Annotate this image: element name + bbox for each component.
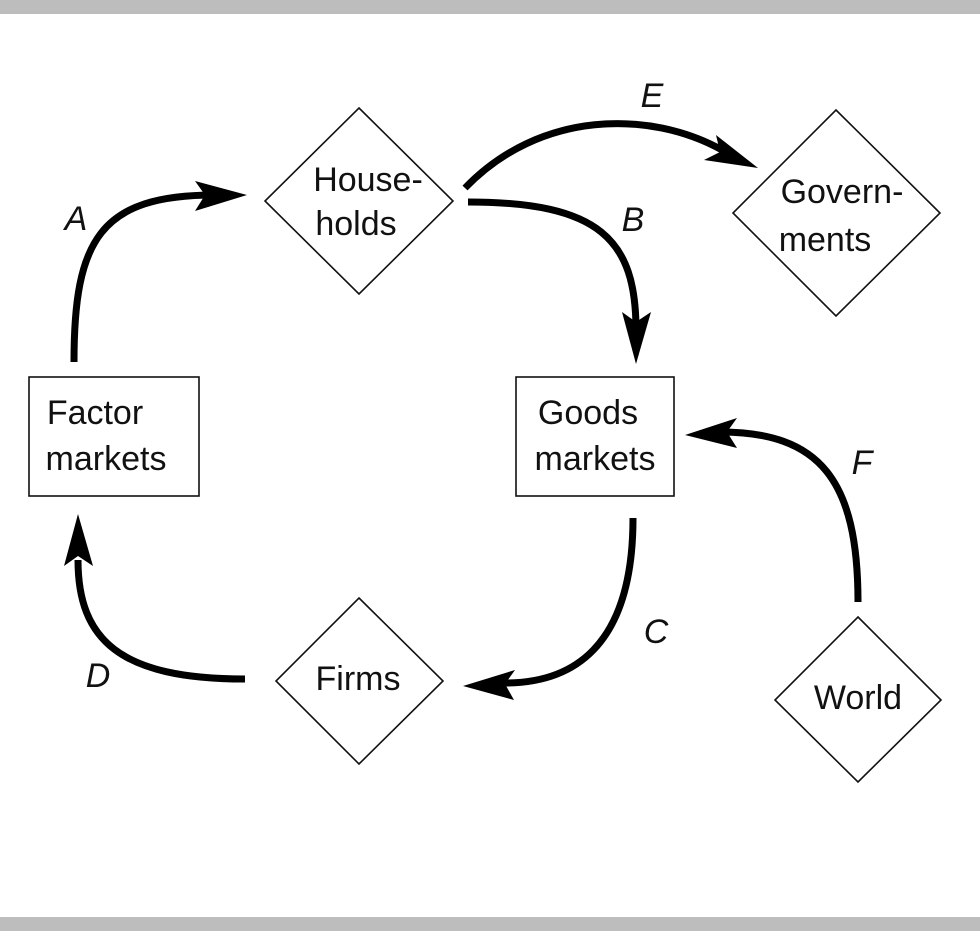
factor-markets-label-line2: markets [46,440,167,478]
node-households: House- holds [263,106,455,296]
goods-markets-label-line2: markets [535,440,656,478]
flow-arrow-b [467,198,651,364]
flow-label-f: F [852,444,875,482]
flow-label-a: A [63,200,88,238]
node-factor-markets: Factor markets [28,376,200,497]
flow-label-d: D [86,657,111,695]
bottom-frame-bar [0,917,980,931]
households-label-line1: House- [313,161,423,199]
flow-label-b: B [622,201,645,239]
governments-label-line1: Govern- [781,173,904,211]
governments-label-line2: ments [779,221,872,259]
flow-arrow-d [64,514,246,683]
flow-arrow-f [685,418,862,603]
flow-arrow-a [70,181,247,363]
node-goods-markets: Goods markets [515,376,675,497]
node-world: World [773,615,943,784]
firms-label: Firms [316,660,401,698]
top-frame-bar [0,0,980,14]
flow-arrow-e [462,120,758,191]
flow-label-c: C [644,613,669,651]
node-firms: Firms [274,596,445,766]
goods-markets-label-line1: Goods [538,394,638,432]
factor-markets-label-line1: Factor [47,394,143,432]
flow-label-e: E [641,77,664,115]
flow-arrow-c [463,517,637,700]
world-label: World [814,679,902,717]
households-label-line2: holds [315,205,396,243]
node-governments: Govern- ments [731,108,942,318]
